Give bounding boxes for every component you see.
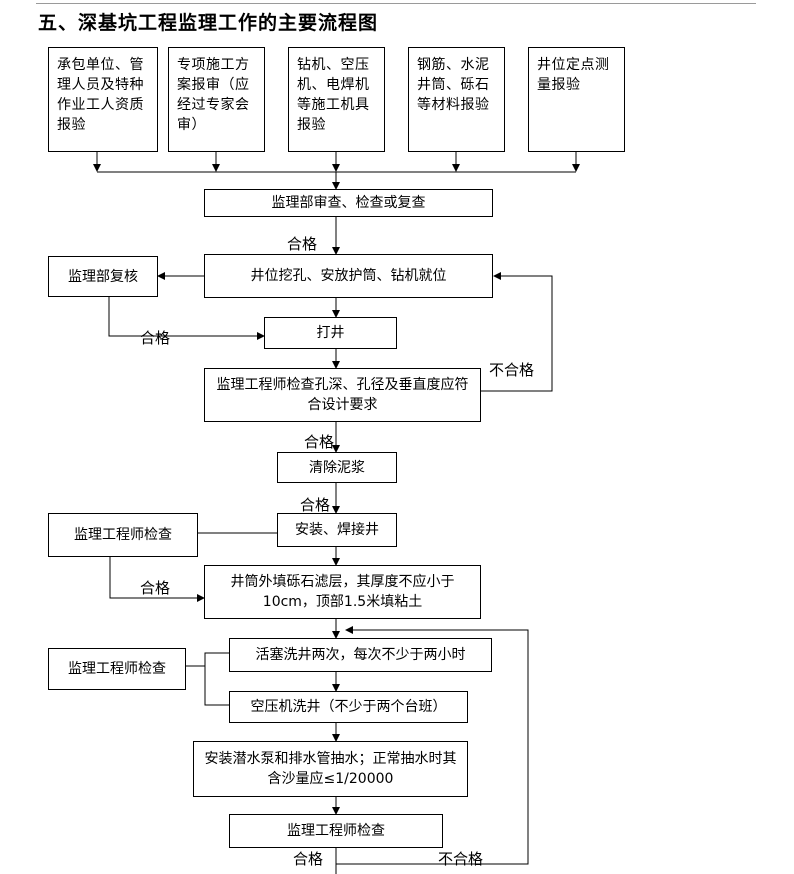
box-special-plan: 专项施工方案报审（应经过专家会审） — [168, 47, 265, 152]
label-pass-inspector1: 合格 — [140, 579, 171, 597]
box-install-weld: 安装、焊接井 — [277, 513, 397, 547]
connector-recheck-drill — [108, 296, 265, 340]
box-inspector-2: 监理工程师检查 — [48, 648, 186, 690]
box-drill: 打井 — [264, 317, 397, 349]
connector-inspector1-filter — [109, 556, 205, 602]
box-recheck: 监理部复核 — [48, 256, 158, 297]
box-pump: 安装潜水泵和排水管抽水；正常抽水时其含沙量应≤1/20000 — [193, 741, 468, 797]
connector-fail-loop-upper — [481, 272, 553, 392]
box-clear-mud: 清除泥浆 — [277, 452, 397, 483]
box-filter-layer: 井筒外填砾石滤层，其厚度不应小于10cm，顶部1.5米填粘土 — [204, 565, 481, 619]
box-review: 监理部审查、检查或复查 — [204, 189, 493, 217]
box-inspector-1: 监理工程师检查 — [48, 513, 198, 557]
label-pass-hole: 合格 — [304, 433, 335, 451]
header-rule — [36, 3, 756, 4]
box-positioning: 井位定点测量报验 — [528, 47, 625, 152]
box-machinery: 钻机、空压机、电焊机等施工机具报验 — [288, 47, 385, 152]
box-excavate: 井位挖孔、安放护筒、钻机就位 — [204, 254, 493, 298]
box-final-check: 监理工程师检查 — [229, 814, 443, 848]
label-pass-mud: 合格 — [300, 496, 331, 514]
box-materials: 钢筋、水泥井筒、砾石等材料报验 — [408, 47, 505, 152]
connector-fail-loop-lower — [336, 626, 529, 865]
box-air-wash: 空压机洗井（不少于两个台班） — [229, 691, 468, 723]
connector-inspector2-bracket — [204, 652, 229, 706]
page-title: 五、深基坑工程监理工作的主要流程图 — [38, 12, 379, 34]
label-pass-recheck: 合格 — [140, 329, 171, 347]
box-piston-wash: 活塞洗井两次，每次不少于两小时 — [229, 638, 492, 672]
box-inspect-hole: 监理工程师检查孔深、孔径及垂直度应符合设计要求 — [204, 368, 481, 422]
label-fail-final: 不合格 — [438, 850, 484, 868]
label-pass-final: 合格 — [293, 850, 324, 868]
label-fail-hole: 不合格 — [489, 361, 535, 379]
label-pass-review: 合格 — [287, 235, 318, 253]
box-qualification: 承包单位、管理人员及特种作业工人资质报验 — [48, 47, 158, 152]
